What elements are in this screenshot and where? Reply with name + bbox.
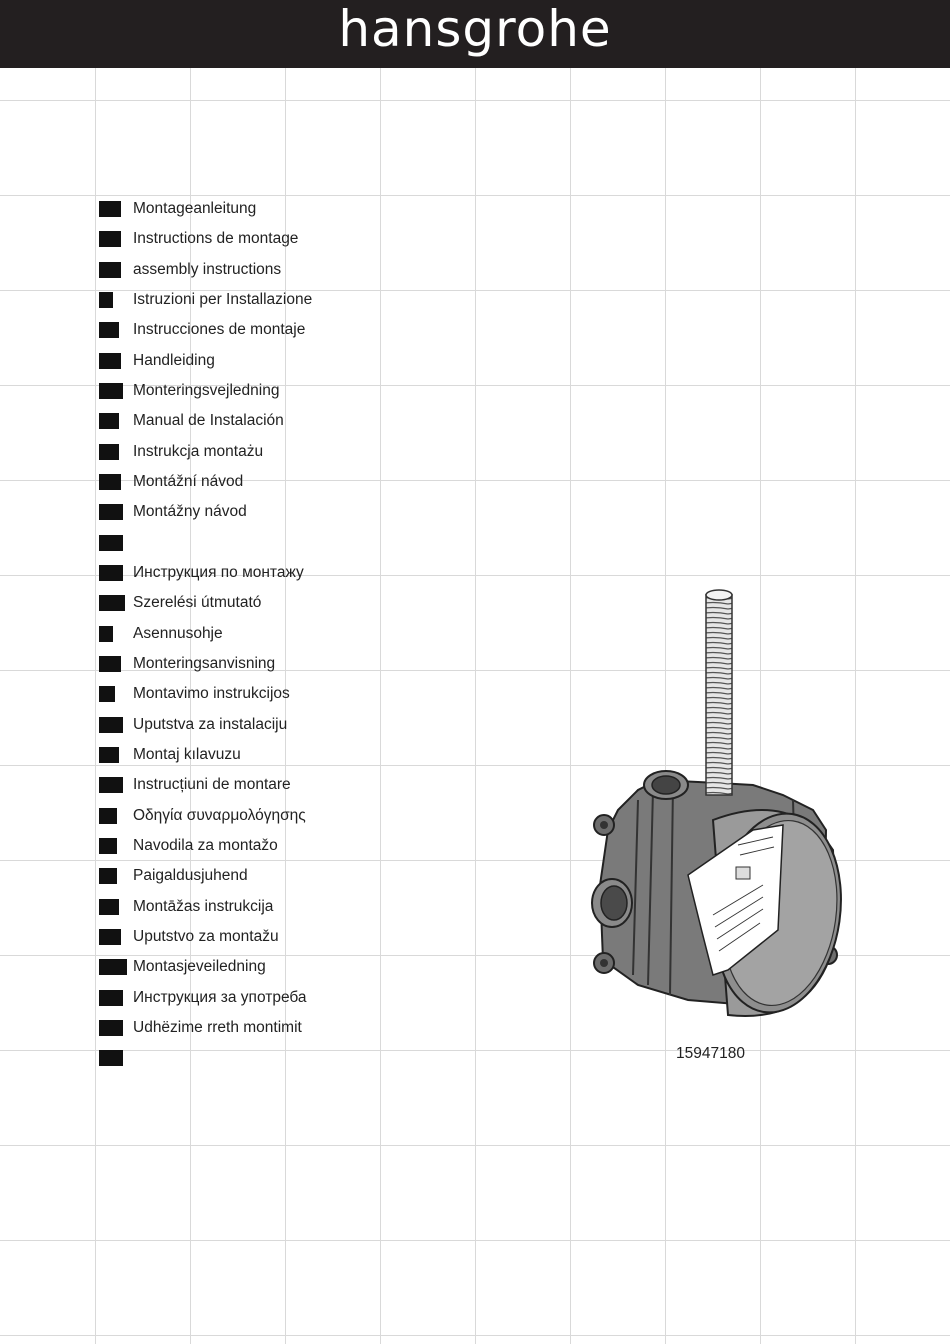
language-label: Montāžas instrukcija: [133, 897, 274, 915]
language-marker: [99, 322, 119, 339]
language-marker: [99, 1019, 123, 1036]
language-item: Uputstvo za montažu: [99, 926, 399, 956]
language-item: Montasjeveiledning: [99, 956, 399, 986]
background-grid: [0, 68, 950, 1344]
language-label: Istruzioni per Installazione: [133, 290, 313, 308]
language-item: Montaj kılavuzu: [99, 744, 399, 774]
language-item: Instrucțiuni de montare: [99, 774, 399, 804]
language-label: Instrukcja montażu: [133, 442, 264, 460]
language-item: Monteringsanvisning: [99, 653, 399, 683]
language-label: Instructions de montage: [133, 230, 299, 248]
language-item: Navodila za montažo: [99, 835, 399, 865]
language-label: Uputstvo za montažu: [133, 927, 279, 945]
language-item: Instructions de montage: [99, 228, 399, 258]
language-label: Οδηγία συναρμολόγησης: [133, 806, 306, 824]
language-marker: [99, 716, 123, 733]
language-marker: [99, 746, 119, 763]
language-marker: [99, 201, 121, 217]
language-marker: [99, 261, 121, 278]
language-label: Udhëzime rreth montimit: [133, 1018, 302, 1036]
language-marker: [99, 807, 117, 824]
language-marker: [99, 473, 121, 490]
language-label: Инструкция за употреба: [133, 988, 307, 1006]
language-marker: [99, 777, 123, 794]
language-item: Udhëzime rreth montimit: [99, 1017, 399, 1047]
language-marker: [99, 595, 125, 612]
language-marker: [99, 837, 117, 854]
language-marker: [99, 443, 119, 460]
language-item: Monteringsvejledning: [99, 380, 399, 410]
language-item: Szerelési útmutató: [99, 592, 399, 622]
language-label: Инструкция по монтажу: [133, 563, 304, 581]
language-marker: [99, 352, 121, 369]
language-item: Paigaldusjuhend: [99, 865, 399, 895]
brand-logo: hansgrohe: [338, 0, 612, 58]
language-label: Manual de Instalación: [133, 412, 284, 430]
language-label: Monteringsanvisning: [133, 654, 276, 672]
language-marker: [99, 868, 117, 885]
language-label: Handleiding: [133, 351, 215, 369]
language-marker: [99, 625, 113, 642]
language-item: Instrucciones de montaje: [99, 319, 399, 349]
language-item: Инструкция по монтажу: [99, 562, 399, 592]
language-item: Instrukcja montażu: [99, 441, 399, 471]
valve-body-icon: [591, 589, 842, 1017]
language-label: Montavimo instrukcijos: [133, 685, 290, 703]
language-label: Instrucciones de montaje: [133, 321, 306, 339]
language-label: Montageanleitung: [133, 200, 257, 217]
article-number: 15947180: [676, 1045, 745, 1062]
language-marker: [99, 564, 123, 581]
language-label: Asennusohje: [133, 624, 223, 642]
language-item: Montážny návod: [99, 501, 399, 531]
language-item: [99, 1047, 399, 1077]
language-label: Montaj kılavuzu: [133, 745, 241, 763]
language-marker: [99, 686, 115, 703]
language-item: [99, 532, 399, 562]
language-item: Asennusohje: [99, 623, 399, 653]
language-label: Montážní návod: [133, 472, 244, 490]
language-label: Montážny návod: [133, 503, 247, 521]
language-label: Instrucțiuni de montare: [133, 776, 291, 794]
language-label: Uputstva za instalaciju: [133, 715, 288, 733]
language-label: Monteringsvejledning: [133, 381, 280, 399]
language-marker: [99, 382, 123, 399]
language-item: Manual de Instalación: [99, 410, 399, 440]
language-marker: [99, 898, 119, 915]
language-marker: [99, 959, 127, 976]
language-item: Istruzioni per Installazione: [99, 289, 399, 319]
page-header: hansgrohe: [0, 0, 950, 68]
language-label: Navodila za montažo: [133, 836, 278, 854]
language-label: Szerelési útmutató: [133, 594, 262, 612]
language-marker: [99, 504, 123, 521]
language-item: assembly instructions: [99, 259, 399, 289]
language-item: Montážní návod: [99, 471, 399, 501]
language-item: Uputstva za instalaciju: [99, 714, 399, 744]
language-item: Οδηγία συναρμολόγησης: [99, 805, 399, 835]
language-item: Montavimo instrukcijos: [99, 683, 399, 713]
language-marker: [99, 291, 113, 308]
language-item: Инструкция за употреба: [99, 987, 399, 1017]
language-marker: [99, 989, 123, 1006]
language-item: Montāžas instrukcija: [99, 896, 399, 926]
language-item: Montageanleitung: [99, 198, 399, 228]
language-marker: [99, 413, 119, 430]
language-label: Paigaldusjuhend: [133, 867, 248, 885]
language-marker: [99, 928, 121, 945]
language-marker: [99, 534, 123, 551]
language-label: Montasjeveiledning: [133, 958, 266, 976]
language-marker: [99, 1050, 123, 1067]
language-label: assembly instructions: [133, 260, 282, 278]
language-marker: [99, 231, 121, 248]
language-marker: [99, 655, 121, 672]
language-item: Handleiding: [99, 350, 399, 380]
